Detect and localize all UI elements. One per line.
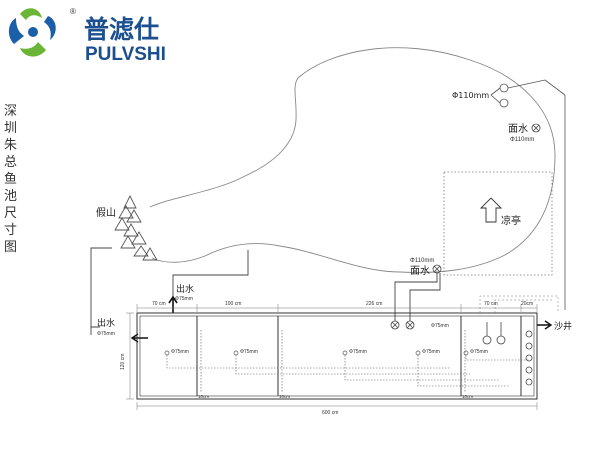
- valve-icon: [405, 320, 415, 330]
- top-pipe-size: Φ110mm: [452, 91, 489, 100]
- pipe-75-c: Φ75mm: [240, 349, 258, 355]
- gap-10-a: 10cm: [198, 394, 209, 399]
- outlet-left-label: 出水: [97, 317, 115, 329]
- outlet-top-arrow-icon: [168, 295, 178, 313]
- pipe-75-e: Φ75mm: [422, 349, 440, 355]
- outlet-top-size: Φ75mm: [175, 296, 193, 302]
- surface-water-bottom-label: 面水: [410, 265, 430, 277]
- registered-mark: ®: [70, 7, 76, 16]
- pipe-75-b: Φ75mm: [171, 349, 189, 355]
- pipe-75-f: Φ75mm: [470, 349, 488, 355]
- valve-icon: [390, 320, 400, 330]
- connection-pipes: [90, 247, 441, 335]
- rockery-icon: [114, 194, 158, 261]
- surface-water-top-label: 面水: [508, 123, 528, 135]
- drain-label: 沙井: [554, 320, 572, 332]
- dim-70-right: 70 cm: [484, 301, 498, 307]
- dim-100: 100 cm: [225, 301, 241, 307]
- pipe-75-a: Φ75mm: [431, 323, 449, 329]
- pavilion-area: [443, 171, 553, 276]
- arrow-up-icon: [479, 197, 503, 223]
- dim-226: 226 cm: [366, 301, 382, 307]
- outlet-left-arrow-icon: [130, 333, 148, 343]
- dim-70-left: 70 cm: [152, 301, 166, 307]
- brand-name-en: PULVSHI: [85, 44, 166, 65]
- top-inlet-pipes: [490, 79, 566, 310]
- dimension-lines: [126, 295, 559, 410]
- dim-20: 20cm: [521, 301, 533, 307]
- brand-name-cn: 普滤仕: [84, 15, 159, 44]
- surface-water-top-size: Φ110mm: [510, 137, 534, 143]
- outlet-top-label: 出水: [176, 283, 194, 295]
- valve-icon: [531, 123, 541, 133]
- drain-arrow-icon: [537, 320, 553, 330]
- rockery-label: 假山: [96, 206, 116, 219]
- pipe-75-d: Φ75mm: [349, 349, 367, 355]
- pond-outline: [149, 47, 556, 273]
- pavilion-label: 凉亭: [501, 214, 521, 227]
- filter-tank: [136, 312, 538, 400]
- internal-pipes: [166, 330, 530, 393]
- gap-10-b: 10cm: [279, 394, 290, 399]
- drawing-title: 深圳朱总鱼池尺寸图: [4, 104, 18, 255]
- outlet-left-size: Φ75mm: [97, 331, 115, 337]
- logo-icon: [8, 8, 56, 57]
- dim-total-600: 600 cm: [322, 410, 338, 416]
- surface-water-bottom-size: Φ110mm: [410, 258, 434, 264]
- drain-ports: [482, 322, 533, 386]
- dim-height-120: 120 cm: [120, 354, 126, 370]
- gap-10-c: 10cm: [462, 394, 473, 399]
